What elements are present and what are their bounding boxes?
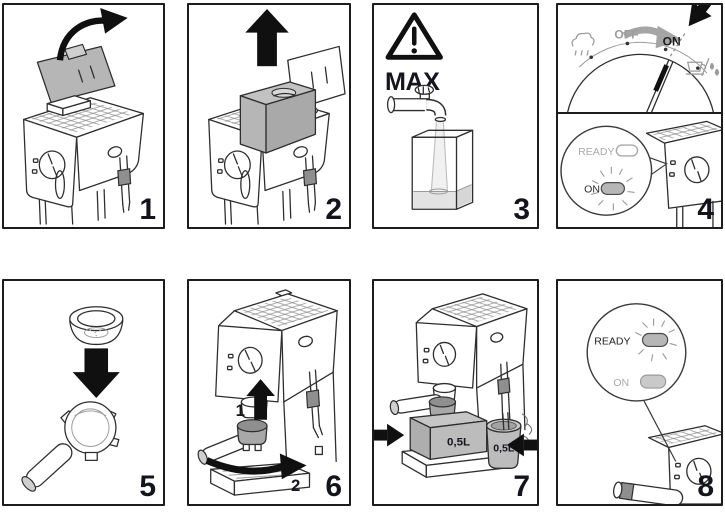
step-1-illustration xyxy=(22,7,145,225)
press-arrow-icon xyxy=(688,5,721,27)
step-6-illustration: 1 2 xyxy=(197,289,338,496)
portafilter xyxy=(21,401,120,492)
water-tap xyxy=(386,84,447,123)
rect-container: 0,5L xyxy=(409,411,488,461)
espresso-machine xyxy=(22,95,145,225)
open-lid xyxy=(36,43,116,104)
espresso-machine xyxy=(415,293,528,431)
step-2-panel: 2 xyxy=(187,3,351,229)
blink-rays xyxy=(635,318,677,362)
step-1-panel: 1 xyxy=(2,3,165,229)
round-cup: 0,5L xyxy=(486,412,522,469)
step-7-panel: 0,5L 0,5L 7 xyxy=(372,279,539,506)
step-4-illustration: OFF ON xyxy=(558,5,721,227)
lift-arrow-icon xyxy=(245,8,289,67)
place-left-arrow-icon xyxy=(374,423,405,447)
steam-wand xyxy=(305,369,323,439)
warning-icon xyxy=(385,12,443,60)
step-8-panel: READY ON 8 xyxy=(556,279,723,506)
magnifier-circle xyxy=(586,303,687,402)
step-number: 3 xyxy=(513,193,530,226)
step-number: 6 xyxy=(325,470,342,503)
turn-arrow-icon xyxy=(205,453,307,480)
water-stream xyxy=(430,122,449,193)
step-5-illustration xyxy=(21,306,124,492)
step-3-illustration: MAX xyxy=(385,12,474,210)
step-2-illustration xyxy=(208,8,346,225)
portafilter xyxy=(612,481,684,504)
blink-rays xyxy=(591,166,635,211)
water-tank xyxy=(239,81,317,154)
ready-label: READY xyxy=(578,147,614,158)
step-number: 2 xyxy=(325,193,342,226)
indicator-closeup: READY ON xyxy=(560,120,721,227)
coffee-hot-water-icon xyxy=(685,58,720,77)
espresso-machine xyxy=(612,425,721,504)
ready-light-blinking xyxy=(641,332,669,348)
push-up-arrow-icon xyxy=(246,379,275,420)
step-8-illustration: READY ON xyxy=(586,303,721,504)
step-up-label: 1 xyxy=(236,401,245,420)
step-number: 4 xyxy=(697,193,714,226)
portafilter xyxy=(197,419,268,465)
dial-on-label: ON xyxy=(663,35,681,49)
steam-icon xyxy=(571,32,595,56)
turn-to-on-arrow-icon xyxy=(622,25,682,49)
step-5-panel: 5 xyxy=(2,279,165,506)
container-right-label: 0,5L xyxy=(493,444,515,455)
magnifier-circle xyxy=(560,125,653,216)
water-tank xyxy=(411,129,474,210)
ready-light-off xyxy=(615,144,639,157)
ready-label: READY xyxy=(594,336,630,347)
step-7-illustration: 0,5L 0,5L xyxy=(374,293,537,478)
open-arrow-icon xyxy=(56,7,128,61)
step-number: 8 xyxy=(697,470,714,503)
on-light-off xyxy=(639,374,667,389)
espresso-machine xyxy=(210,289,338,496)
filter-basket xyxy=(69,306,124,346)
on-label: ON xyxy=(584,185,600,196)
step-number: 7 xyxy=(513,470,530,503)
place-right-arrow-icon xyxy=(506,433,537,457)
step-number: 5 xyxy=(139,470,156,503)
step-turn-label: 2 xyxy=(291,476,300,495)
on-light-blinking xyxy=(600,182,626,196)
step-6-panel: 1 2 6 xyxy=(187,279,351,506)
steam-wand xyxy=(107,146,132,213)
dial-off-label: OFF xyxy=(614,28,638,42)
step-4-panel: OFF ON xyxy=(556,3,723,229)
container-left-label: 0,5L xyxy=(447,437,470,449)
on-label: ON xyxy=(613,378,629,389)
steam-wand xyxy=(497,361,511,423)
step-number: 1 xyxy=(139,193,156,226)
insert-arrow-icon xyxy=(72,348,120,398)
step-3-panel: MAX xyxy=(372,3,539,229)
steam-wand xyxy=(293,146,318,213)
dial-closeup: OFF ON xyxy=(567,5,721,113)
